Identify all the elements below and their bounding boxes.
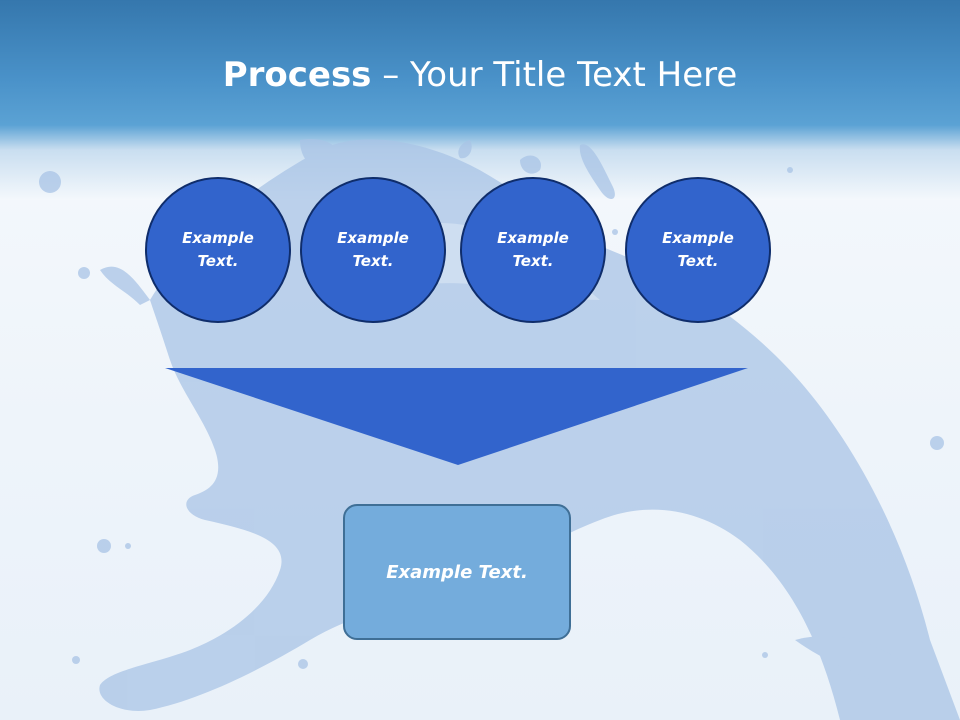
- process-step-2-text: Example Text.: [337, 229, 409, 270]
- process-step-2: Example Text.: [300, 177, 446, 323]
- title-rest: – Your Title Text Here: [371, 55, 738, 95]
- process-step-4-text: Example Text.: [662, 229, 734, 270]
- process-step-3: Example Text.: [460, 177, 606, 323]
- title-bold: Process: [222, 55, 372, 95]
- header-band: [0, 0, 960, 200]
- process-step-1: Example Text.: [145, 177, 291, 323]
- funnel-arrow-shape: [165, 368, 748, 465]
- process-step-1-text: Example Text.: [182, 229, 254, 270]
- result-box-text: Example Text.: [386, 561, 528, 583]
- process-step-3-text: Example Text.: [497, 229, 569, 270]
- result-box: Example Text.: [343, 504, 571, 640]
- process-step-4: Example Text.: [625, 177, 771, 323]
- slide-title: Process – Your Title Text Here: [0, 50, 960, 100]
